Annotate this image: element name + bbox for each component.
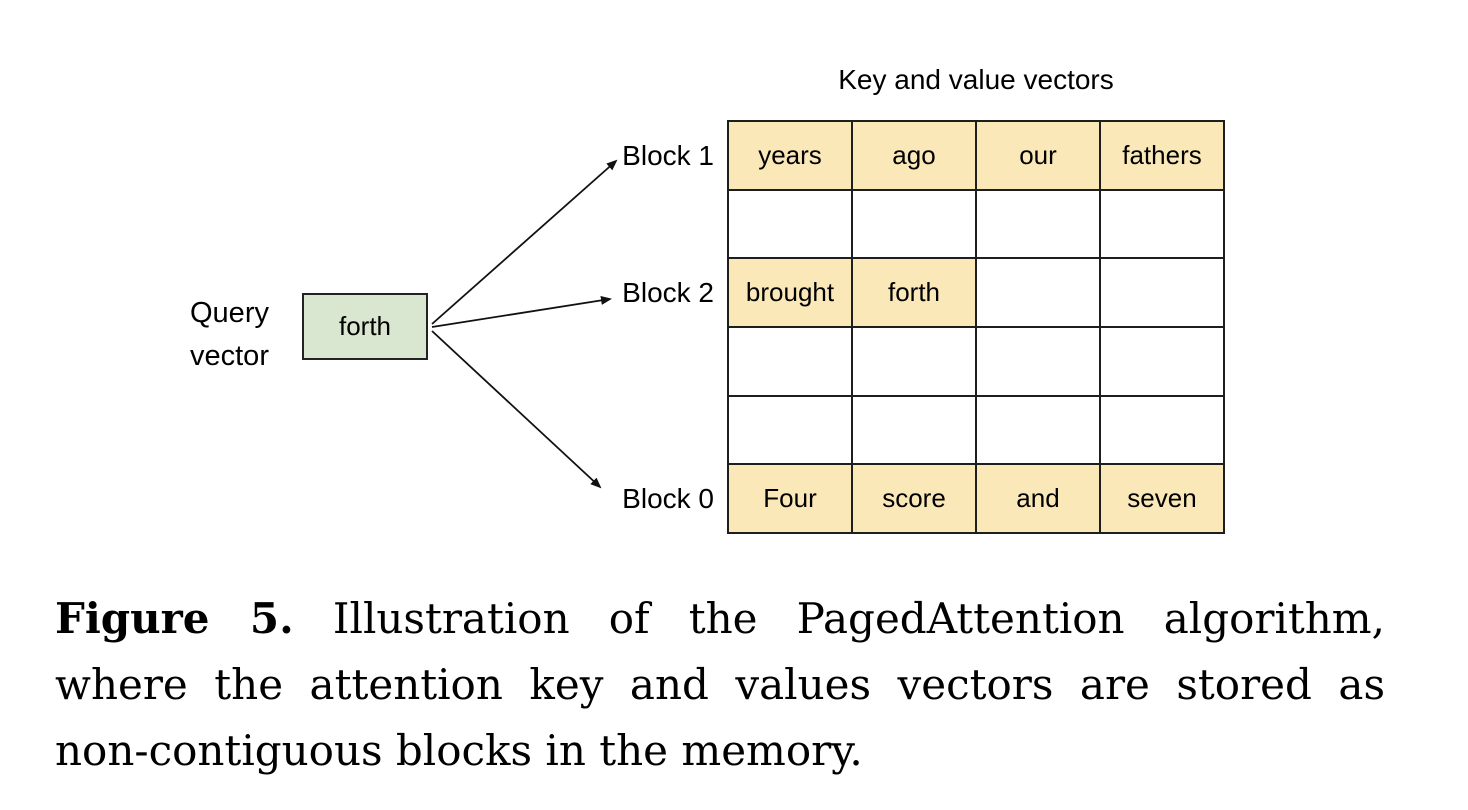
kv-cell: fathers [1101,122,1223,189]
figure-number-label: Figure 5. [55,594,294,643]
kv-table: years ago our fathers brought forth Four… [727,120,1225,534]
kv-cell [977,327,1099,395]
query-vector-label-line2: vector [190,340,269,372]
kv-cell [1101,190,1223,258]
caption-line-1-text: Illustration of the PagedAttention algor… [332,594,1385,643]
kv-cell: and [977,465,1099,532]
caption-line-3: non-contiguous blocks in the memory. [55,726,863,775]
kv-cell [1101,396,1223,464]
kv-cell: score [853,465,975,532]
query-vector-box: forth [302,293,428,360]
kv-vectors-title: Key and value vectors [838,64,1114,95]
kv-cell: forth [853,259,975,326]
kv-cell: years [729,122,851,189]
kv-cell: Four [729,465,851,532]
figure-caption: Figure 5. Illustration of the PagedAtten… [55,586,1385,784]
kv-cell [729,327,851,395]
caption-line-1: Figure 5. Illustration of the PagedAtten… [55,586,1385,652]
kv-cell [1101,327,1223,395]
kv-cell [977,396,1099,464]
kv-cell [729,396,851,464]
block-1-label: Block 1 [622,140,714,171]
kv-cell [853,327,975,395]
kv-cell: our [977,122,1099,189]
kv-cell: brought [729,259,851,326]
block-2-label: Block 2 [622,277,714,308]
kv-cell [1101,259,1223,326]
block-0-label: Block 0 [622,483,714,514]
kv-cell [977,259,1099,326]
kv-cell [729,190,851,258]
query-token: forth [338,311,392,341]
query-vector-label-line1: Query [190,297,269,329]
caption-line-2: where the attention key and values vecto… [55,660,1385,709]
kv-cell [977,190,1099,258]
kv-cell: ago [853,122,975,189]
kv-cell [853,396,975,464]
query-vector-label: Query vector [190,292,300,378]
kv-cell: seven [1101,465,1223,532]
arrow-to-block-0 [431,330,602,489]
kv-cell [853,190,975,258]
